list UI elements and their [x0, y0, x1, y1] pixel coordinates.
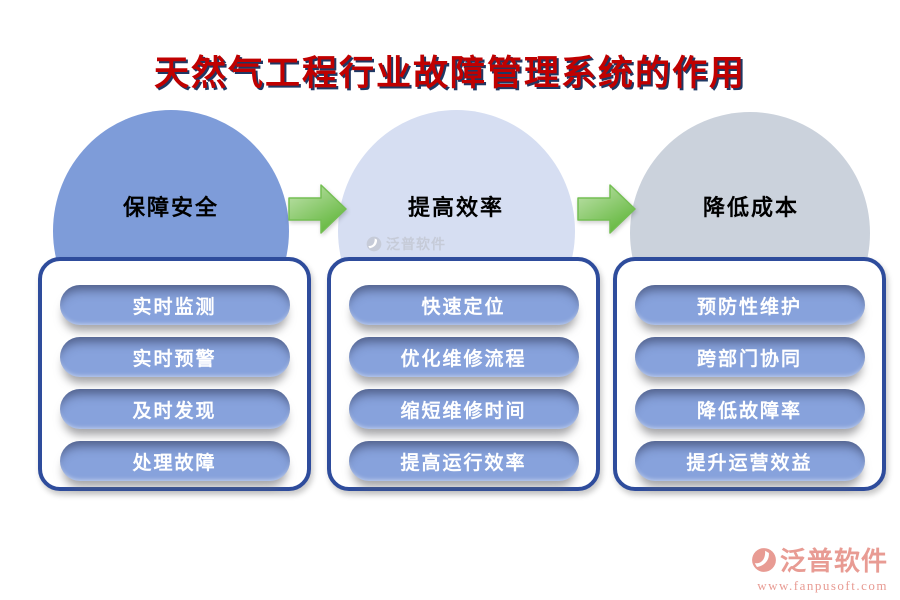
pill-item: 缩短维修时间: [348, 389, 579, 429]
circle-label-efficiency: 提高效率: [407, 195, 504, 220]
brand-block: 泛普软件 www.fanpusoft.com: [751, 541, 888, 594]
watermark: 泛普软件: [366, 234, 446, 254]
brand-row: 泛普软件: [751, 541, 888, 578]
pill-item: 降低故障率: [634, 389, 865, 429]
fanpu-logo-icon: [752, 547, 776, 572]
pill-item: 实时监测: [59, 285, 290, 325]
pill-item: 预防性维护: [634, 285, 865, 325]
fanpu-logo-icon: [366, 236, 382, 252]
pill-item: 提升运营效益: [634, 441, 865, 481]
arrow-right-icon: [577, 184, 636, 234]
pill-item: 实时预警: [59, 337, 290, 377]
pill-item: 优化维修流程: [348, 337, 579, 377]
pill-item: 快速定位: [348, 285, 579, 325]
pill-item: 及时发现: [59, 389, 290, 429]
watermark-text: 泛普软件: [386, 238, 446, 253]
panel-cost: 预防性维护 跨部门协同 降低故障率 提升运营效益: [613, 257, 886, 491]
page-title: 天然气工程行业故障管理系统的作用: [153, 54, 746, 93]
pill-item: 处理故障: [59, 441, 290, 481]
panel-safety: 实时监测 实时预警 及时发现 处理故障: [38, 257, 311, 491]
arrow-right-icon: [288, 184, 347, 234]
circle-label-cost: 降低成本: [702, 195, 799, 220]
pill-item: 提高运行效率: [348, 441, 579, 481]
panel-efficiency: 快速定位 优化维修流程 缩短维修时间 提高运行效率: [327, 257, 600, 491]
brand-url: www.fanpusoft.com: [757, 578, 888, 593]
circle-label-safety: 保障安全: [122, 195, 219, 220]
pill-item: 跨部门协同: [634, 337, 865, 377]
brand-name: 泛普软件: [779, 547, 888, 576]
